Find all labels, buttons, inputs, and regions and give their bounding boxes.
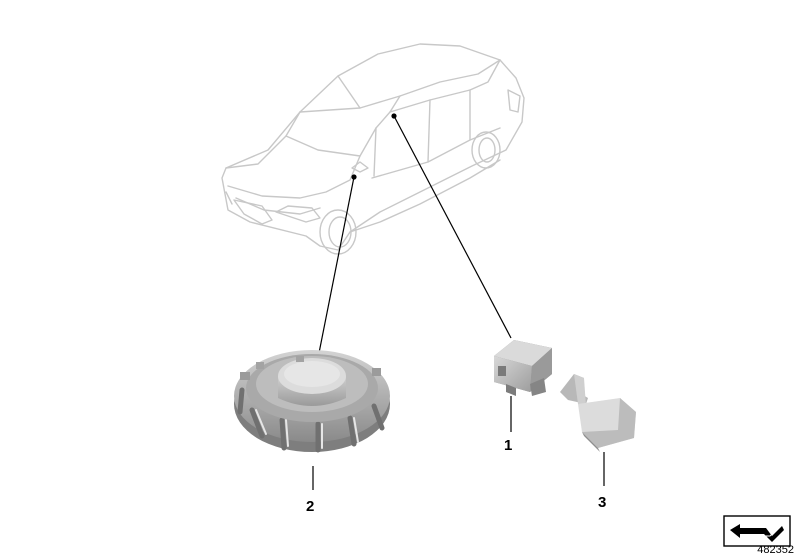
diagram-number: 482352: [757, 544, 794, 556]
leader-line-part-2: [317, 176, 355, 359]
anchor-dot-part-1: [391, 113, 397, 119]
control-module-icon: [494, 340, 552, 396]
mounting-bracket-icon: [560, 374, 636, 452]
callout-part-3: 3: [598, 494, 606, 511]
anchor-dot-part-2: [351, 174, 357, 180]
leader-line-part-1: [393, 115, 512, 339]
leader-lines: [312, 115, 605, 490]
callout-part-1: 1: [504, 437, 512, 454]
speaker-part-icon: [234, 350, 390, 453]
car-outline-icon: [221, 43, 525, 255]
callout-part-2: 2: [306, 498, 314, 515]
arrow-symbol-icon: [723, 515, 791, 547]
